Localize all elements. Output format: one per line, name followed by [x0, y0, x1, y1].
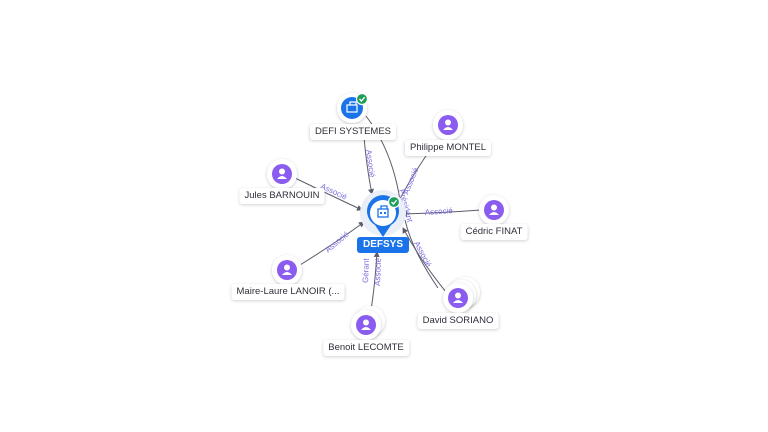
edge-finat: [401, 209, 482, 217]
node-cedric-finat[interactable]: [479, 195, 509, 225]
node-label-jules-barnouin[interactable]: Jules BARNOUIN: [239, 188, 325, 204]
node-defi-systemes[interactable]: [337, 92, 369, 123]
person-icon: [489, 204, 499, 215]
edge-lecomte: [370, 251, 380, 311]
edge-lanoir: [299, 221, 365, 266]
verified-check-icon: [387, 195, 401, 209]
person-icon: [443, 119, 453, 130]
building-icon: [377, 205, 389, 218]
node-benoit-lecomte[interactable]: [351, 306, 385, 340]
edge-barnouin: [294, 177, 363, 211]
edge-label-defi: Associé: [364, 149, 377, 179]
node-jules-barnouin[interactable]: [267, 159, 297, 189]
node-label-maire-laure-lanoir[interactable]: Maire-Laure LANOIR (...: [231, 284, 345, 300]
person-icon: [453, 292, 463, 303]
center-node[interactable]: [360, 190, 406, 237]
person-icon: [361, 319, 371, 330]
person-icon: [277, 168, 287, 179]
edge-label-lecomte-2: Associé: [373, 257, 383, 286]
node-label-philippe-montel[interactable]: Philippe MONTEL: [404, 140, 492, 156]
node-philippe-montel[interactable]: [433, 110, 463, 140]
edge-label-lanoir: Associé: [324, 229, 352, 254]
node-label-benoit-lecomte[interactable]: Benoit LECOMTE: [323, 340, 409, 356]
edge-soriano: [402, 227, 447, 293]
edge-defi-2: [365, 115, 401, 201]
node-label-cedric-finat[interactable]: Cédric FINAT: [460, 224, 528, 240]
edge-label-lecomte-1: Gérant: [361, 258, 371, 284]
center-node-label[interactable]: DEFSYS: [356, 237, 410, 253]
edge-label-finat: Associé: [425, 206, 454, 217]
edge-soriano-2: [404, 219, 439, 289]
verified-check-icon: [355, 92, 369, 106]
node-label-defi-systemes[interactable]: DEFI SYSTEMES: [309, 124, 397, 140]
node-label-david-soriano[interactable]: David SORIANO: [417, 313, 499, 329]
building-icon: [346, 101, 358, 113]
node-david-soriano[interactable]: [443, 277, 480, 313]
person-icon: [282, 264, 292, 275]
node-maire-laure-lanoir[interactable]: [272, 255, 302, 285]
